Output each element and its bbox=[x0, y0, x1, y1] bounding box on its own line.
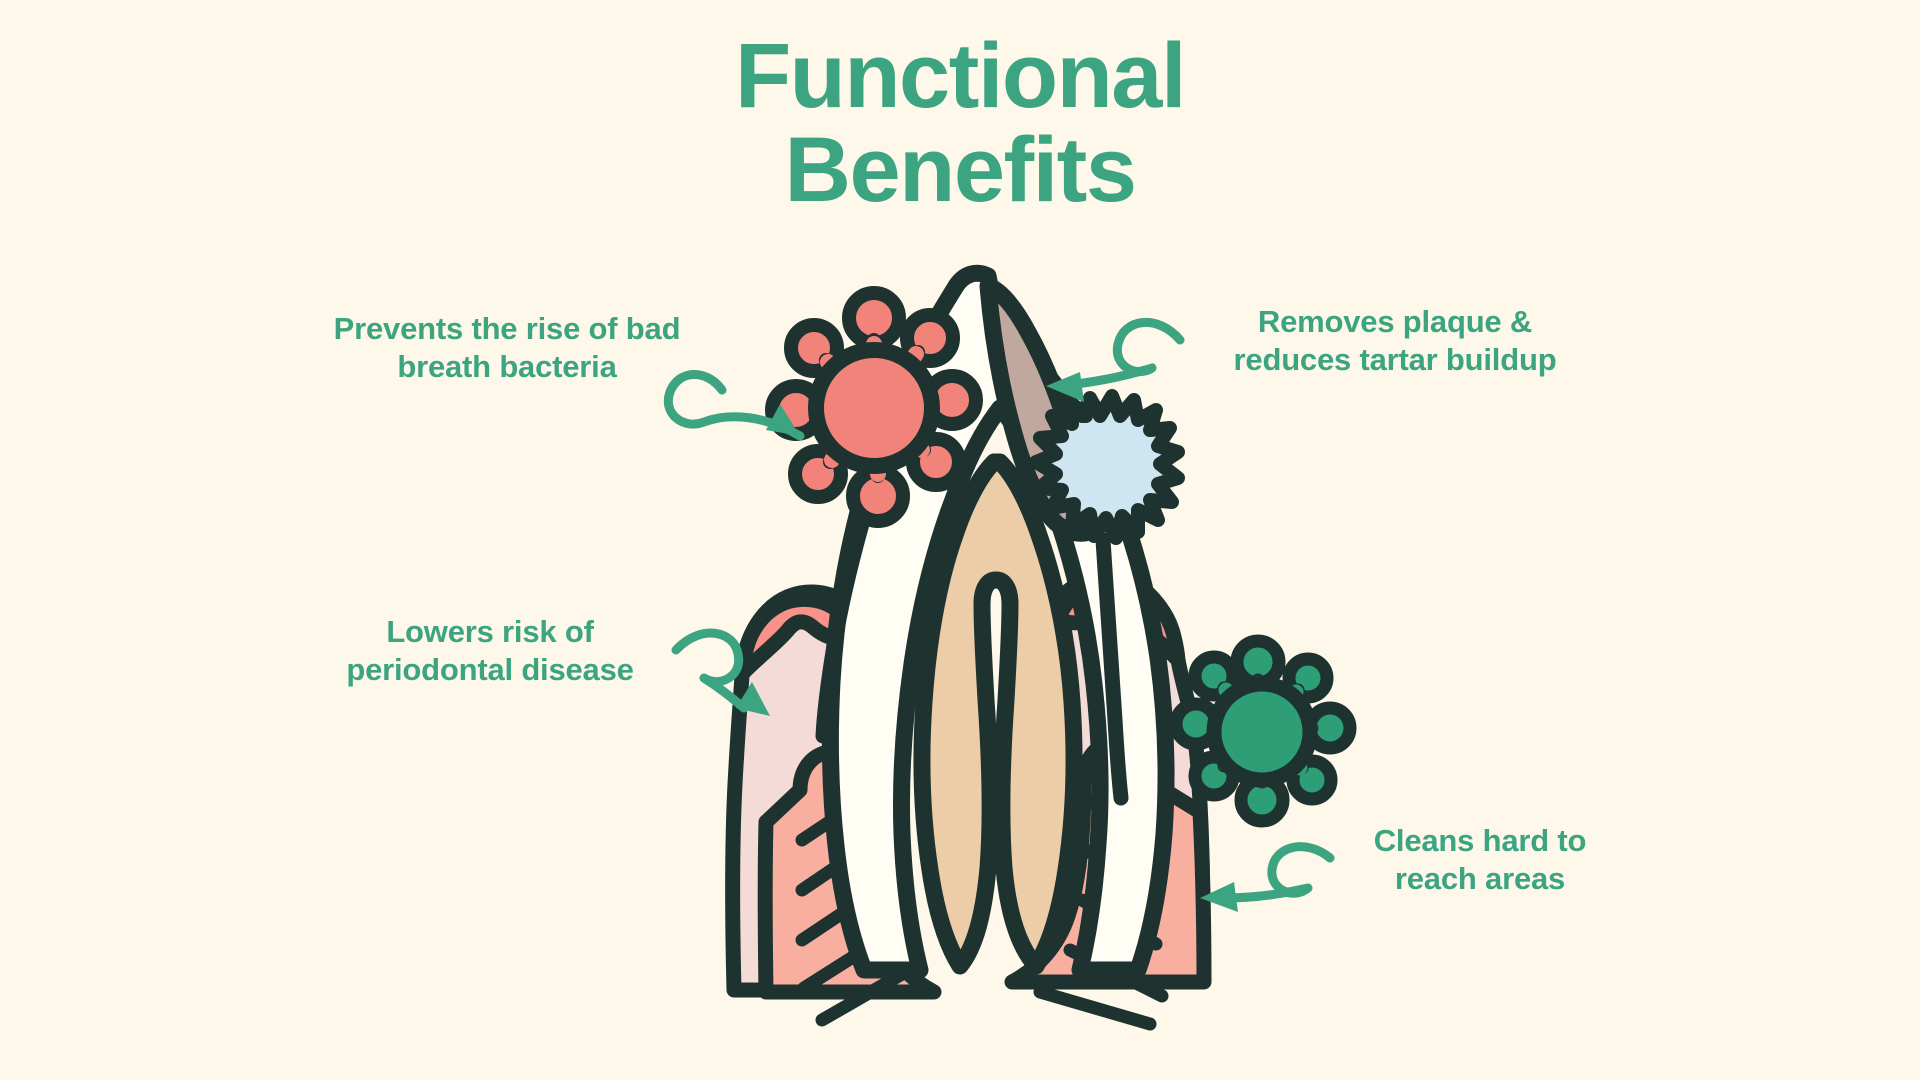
bacterium-blue bbox=[1029, 389, 1185, 806]
page-title-line-1: Functional bbox=[734, 25, 1187, 127]
callout-label-bad-breath: Prevents the rise of bad breath bacteria bbox=[333, 311, 681, 384]
callout-label-plaque: Removes plaque & reduces tartar buildup bbox=[1233, 304, 1557, 377]
connector-bad-breath-arrowhead bbox=[766, 404, 800, 436]
connector-periodontal-arrowhead bbox=[736, 682, 770, 716]
connector-periodontal bbox=[671, 628, 749, 713]
connector-hard-reach bbox=[1219, 842, 1335, 903]
page-title-line-2: Benefits bbox=[784, 118, 1137, 221]
connector-arrows bbox=[663, 318, 1335, 912]
callout-label-hard-reach: Cleans hard to reach areas bbox=[1373, 823, 1587, 896]
germ-red-core bbox=[808, 342, 940, 474]
bacterium-blue-body bbox=[1029, 389, 1185, 545]
connector-hard-reach-arrowhead bbox=[1200, 882, 1238, 912]
tooth-dentin-root bbox=[913, 453, 1083, 975]
germ-red-tail bbox=[815, 502, 874, 744]
callout-label-periodontal: Lowers risk of periodontal disease bbox=[346, 614, 634, 687]
bacterium-blue-tail bbox=[1095, 532, 1129, 806]
germ-green bbox=[1169, 634, 1357, 828]
connector-plaque bbox=[1055, 318, 1185, 391]
germ-green-core bbox=[1206, 676, 1318, 788]
connector-bad-breath bbox=[663, 370, 805, 441]
connector-plaque-arrowhead bbox=[1046, 372, 1084, 402]
page-title: Functional Benefits bbox=[0, 25, 1920, 221]
